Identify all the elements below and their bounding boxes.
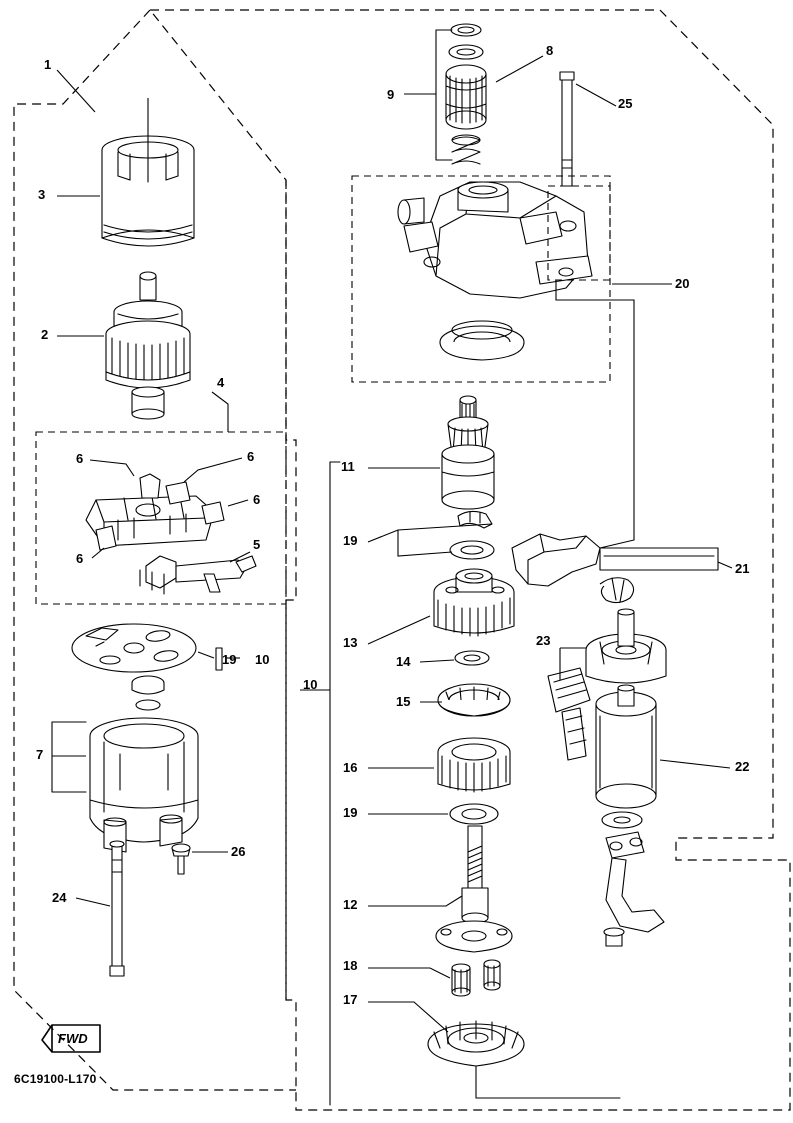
callout-22: 22: [735, 759, 750, 774]
callout-4: 4: [217, 375, 225, 390]
callout-23: 23: [536, 633, 551, 648]
callout-18: 18: [343, 958, 358, 973]
callout-19-b: 19: [343, 533, 358, 548]
callout-7: 7: [36, 747, 44, 762]
callout-10-b: 10: [303, 677, 318, 692]
callout-19-c: 19: [343, 805, 358, 820]
callout-25: 25: [618, 96, 633, 111]
callout-14: 14: [396, 654, 411, 669]
callout-6-b: 6: [247, 449, 255, 464]
callout-16: 16: [343, 760, 358, 775]
callout-11: 11: [341, 459, 355, 474]
callout-12: 12: [343, 897, 358, 912]
callout-1: 1: [44, 57, 52, 72]
callout-19-a: 19: [222, 652, 237, 667]
callout-9: 9: [387, 87, 395, 102]
callout-5: 5: [253, 537, 261, 552]
callout-6-d: 6: [76, 551, 84, 566]
callout-21: 21: [735, 561, 750, 576]
callout-15: 15: [396, 694, 411, 709]
callout-20: 20: [675, 276, 690, 291]
diagram-code: 6C19100-L170: [14, 1072, 97, 1086]
callout-13: 13: [343, 635, 358, 650]
callout-26: 26: [231, 844, 246, 859]
callout-8: 8: [546, 43, 554, 58]
callout-24: 24: [52, 890, 67, 905]
callout-6-a: 6: [76, 451, 84, 466]
callout-6-c: 6: [253, 492, 261, 507]
callout-2: 2: [41, 327, 49, 342]
callout-3: 3: [38, 187, 46, 202]
callout-17: 17: [343, 992, 358, 1007]
callout-10-a: 10: [255, 652, 270, 667]
fwd-marker-label: FWD: [58, 1031, 88, 1046]
